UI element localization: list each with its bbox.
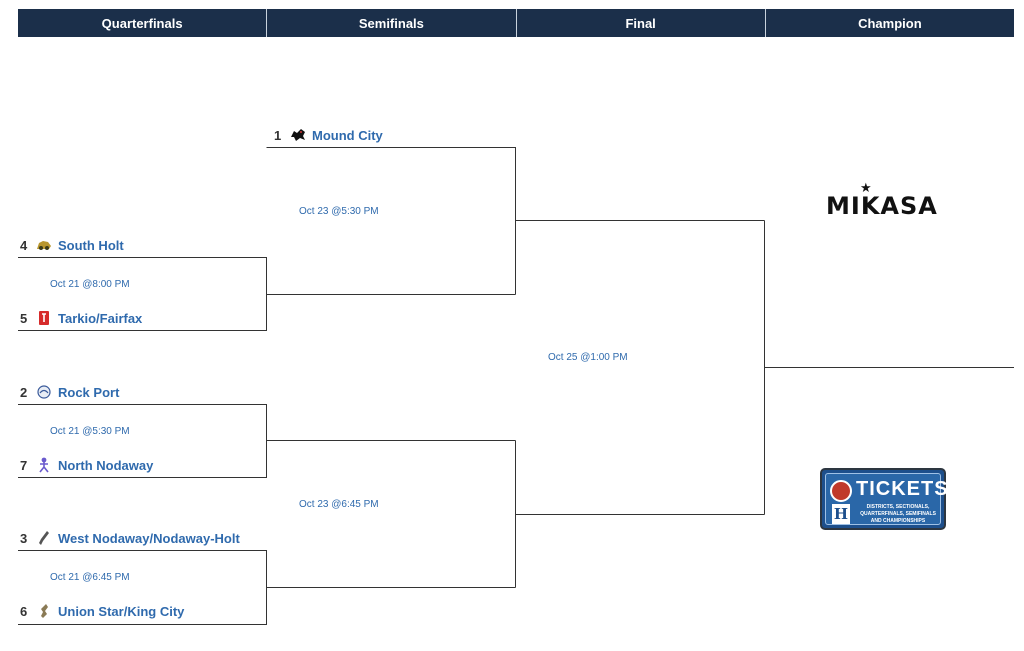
tickets-title: TICKETS	[856, 478, 949, 500]
qf-match-3-date: Oct 21 @6:45 PM	[50, 572, 130, 583]
sf-match-1-date: Oct 23 @5:30 PM	[299, 206, 379, 217]
team-mound-city: 1 Mound City	[274, 126, 383, 144]
team-name-link[interactable]: Rock Port	[58, 384, 120, 400]
team-name-link[interactable]: South Holt	[58, 237, 124, 253]
star-icon: ★	[860, 181, 873, 196]
team-seed: 7	[20, 457, 28, 473]
team-seed: 3	[20, 530, 28, 546]
team-name-link[interactable]: Union Star/King City	[58, 603, 185, 619]
hometown-h-icon: H	[832, 504, 850, 524]
team-north-nodaway: 7 North Nodaway	[20, 456, 153, 474]
team-name-link[interactable]: West Nodaway/Nodaway-Holt	[58, 530, 240, 546]
team-name-link[interactable]: Mound City	[312, 127, 383, 143]
team-seed: 2	[20, 384, 28, 400]
west-nodaway-logo-icon	[36, 530, 52, 546]
rock-port-logo-icon	[36, 384, 52, 400]
bracket-header: Quarterfinals Semifinals Final Champion	[18, 9, 1014, 37]
header-champion: Champion	[765, 9, 1014, 37]
south-holt-logo-icon	[36, 237, 52, 253]
header-final: Final	[516, 9, 766, 37]
tickets-banner-inner: H TICKETS DISTRICTS, SECTIONALS, QUARTER…	[825, 473, 948, 525]
sf-match-2-date: Oct 23 @6:45 PM	[299, 499, 379, 510]
tickets-subtitle: DISTRICTS, SECTIONALS, QUARTERFINALS, SE…	[860, 504, 936, 524]
final-date: Oct 25 @1:00 PM	[548, 352, 628, 363]
team-tarkio-fairfax: 5 Tarkio/Fairfax	[20, 309, 142, 327]
sf-match-1-line	[266, 147, 516, 295]
header-quarterfinals: Quarterfinals	[18, 9, 268, 37]
header-semifinals: Semifinals	[267, 9, 517, 37]
mikasa-wordmark: MIKASA	[826, 192, 938, 220]
team-seed: 1	[274, 127, 282, 143]
team-west-nodaway: 3 West Nodaway/Nodaway-Holt	[20, 529, 240, 547]
qf-match-2-date: Oct 21 @5:30 PM	[50, 426, 130, 437]
mikasa-logo: ★ MIKASA	[826, 181, 938, 220]
team-south-holt: 4 South Holt	[20, 236, 124, 254]
mound-city-logo-icon	[290, 127, 306, 143]
tarkio-fairfax-logo-icon	[36, 310, 52, 326]
team-name-link[interactable]: North Nodaway	[58, 457, 154, 473]
team-name-link[interactable]: Tarkio/Fairfax	[58, 310, 143, 326]
team-seed: 5	[20, 310, 28, 326]
team-seed: 4	[20, 237, 28, 253]
tickets-banner[interactable]: H TICKETS DISTRICTS, SECTIONALS, QUARTER…	[820, 468, 948, 530]
team-rock-port: 2 Rock Port	[20, 383, 119, 401]
mshsaa-badge-icon	[830, 480, 852, 502]
qf-match-1-date: Oct 21 @8:00 PM	[50, 279, 130, 290]
north-nodaway-logo-icon	[36, 457, 52, 473]
team-seed: 6	[20, 603, 28, 619]
union-star-logo-icon	[36, 603, 52, 619]
team-union-star: 6 Union Star/King City	[20, 602, 184, 620]
